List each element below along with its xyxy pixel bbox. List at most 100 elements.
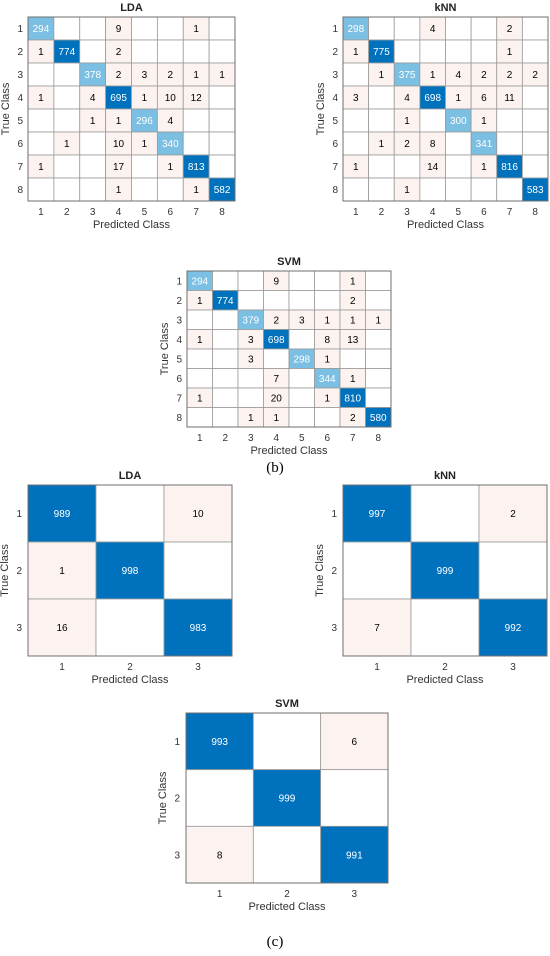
cell-value-label: 294 (33, 24, 50, 35)
cell-value-label: 1 (350, 276, 356, 287)
cell-value-label: 4 (90, 93, 96, 104)
matrix-cell (131, 16, 158, 41)
cell-value-label: 998 (122, 566, 139, 577)
cell-value-label: 1 (59, 566, 65, 577)
cell-value-label: 1 (353, 47, 359, 58)
y-tick-label: 5 (17, 116, 23, 127)
cell-value-label: 1 (350, 374, 356, 385)
matrix-cell (163, 598, 233, 657)
matrix-frame (186, 270, 392, 428)
cell-value-label: 999 (437, 566, 454, 577)
cell-value-label: 993 (211, 737, 228, 748)
chart-title: kNN (434, 2, 456, 14)
y-tick-label: 5 (176, 354, 182, 365)
cell-value-label: 4 (404, 93, 410, 104)
cell-value-label: 344 (319, 374, 336, 385)
cell-value-label: 2 (350, 296, 356, 307)
matrix-cell (27, 62, 55, 87)
matrix-cell (156, 16, 184, 41)
matrix-cell (419, 108, 446, 133)
matrix-cell (496, 177, 523, 202)
matrix-frame (185, 712, 389, 884)
matrix-cell (393, 154, 421, 179)
cell-value-label: 1 (197, 296, 203, 307)
matrix-cell (186, 407, 213, 428)
cell-value-label: 7 (374, 623, 380, 634)
matrix-cell (320, 712, 389, 771)
matrix-cell (163, 541, 233, 600)
matrix-cell (53, 108, 81, 133)
x-tick-label: 7 (193, 207, 199, 218)
matrix-cell (237, 290, 264, 311)
matrix-cell (212, 368, 239, 389)
x-tick-label: 1 (217, 889, 223, 900)
matrix-cell (368, 154, 395, 179)
y-tick-label: 3 (16, 623, 22, 634)
matrix-cell (212, 407, 239, 428)
cell-value-label: 4 (430, 24, 436, 35)
cell-value-label: 2 (481, 70, 487, 81)
x-tick-label: 2 (222, 433, 228, 444)
cell-value-label: 1 (142, 93, 148, 104)
matrix-cell (182, 108, 210, 133)
matrix-cell (496, 108, 523, 133)
x-tick-label: 4 (273, 433, 279, 444)
matrix-cell (419, 39, 446, 64)
cell-value-label: 7 (273, 374, 279, 385)
chart-title: kNN (434, 470, 456, 482)
y-tick-label: 1 (331, 509, 337, 520)
matrix-cell (288, 368, 315, 389)
cell-value-label: 10 (165, 93, 177, 104)
matrix-cell (368, 16, 395, 41)
cell-value-label: 989 (54, 509, 71, 520)
x-tick-label: 3 (248, 433, 254, 444)
matrix-cell (288, 407, 315, 428)
matrix-cell (237, 270, 264, 291)
cell-value-label: 340 (162, 139, 179, 150)
y-axis-label: True Class (0, 82, 12, 135)
y-tick-label: 4 (176, 335, 182, 346)
cell-value-label: 997 (369, 509, 386, 520)
cell-value-label: 10 (192, 509, 204, 520)
cell-value-label: 1 (481, 116, 487, 127)
x-tick-label: 2 (127, 662, 133, 673)
matrix-cell (521, 39, 549, 64)
matrix-cell (182, 39, 210, 64)
x-tick-label: 4 (430, 207, 436, 218)
x-tick-label: 6 (168, 207, 174, 218)
matrix-cell (212, 329, 239, 350)
cell-value-label: 1 (193, 185, 199, 196)
matrix-cell (95, 598, 165, 657)
cell-value-label: 2 (116, 70, 122, 81)
x-tick-label: 1 (38, 207, 44, 218)
cell-value-label: 296 (136, 116, 153, 127)
matrix-cell (288, 329, 315, 350)
x-axis-label: Predicted Class (93, 219, 171, 231)
cell-value-label: 17 (113, 162, 125, 173)
cell-value-label: 300 (450, 116, 467, 127)
matrix-cell (237, 368, 264, 389)
x-tick-label: 4 (116, 207, 122, 218)
cell-value-label: 1 (507, 47, 513, 58)
matrix-cell (131, 154, 158, 179)
cell-value-label: 1 (273, 413, 279, 424)
cell-value-label: 810 (344, 393, 361, 404)
x-tick-label: 2 (284, 889, 290, 900)
matrix-cell (342, 62, 370, 87)
y-tick-label: 4 (332, 93, 338, 104)
matrix-cell (156, 177, 184, 202)
y-tick-label: 3 (331, 623, 337, 634)
matrix-cell (53, 16, 81, 41)
matrix-cell (185, 769, 254, 827)
y-tick-label: 3 (174, 850, 180, 861)
cell-value-label: 698 (268, 335, 285, 346)
matrix-cell (445, 131, 472, 156)
matrix-cell (521, 16, 549, 41)
matrix-cell (410, 484, 480, 543)
y-axis-label: True Class (159, 322, 171, 375)
y-tick-label: 2 (174, 794, 180, 805)
cell-value-label: 1 (379, 70, 385, 81)
y-tick-label: 2 (331, 566, 337, 577)
cell-value-label: 1 (404, 116, 410, 127)
matrix-cell (212, 270, 239, 291)
